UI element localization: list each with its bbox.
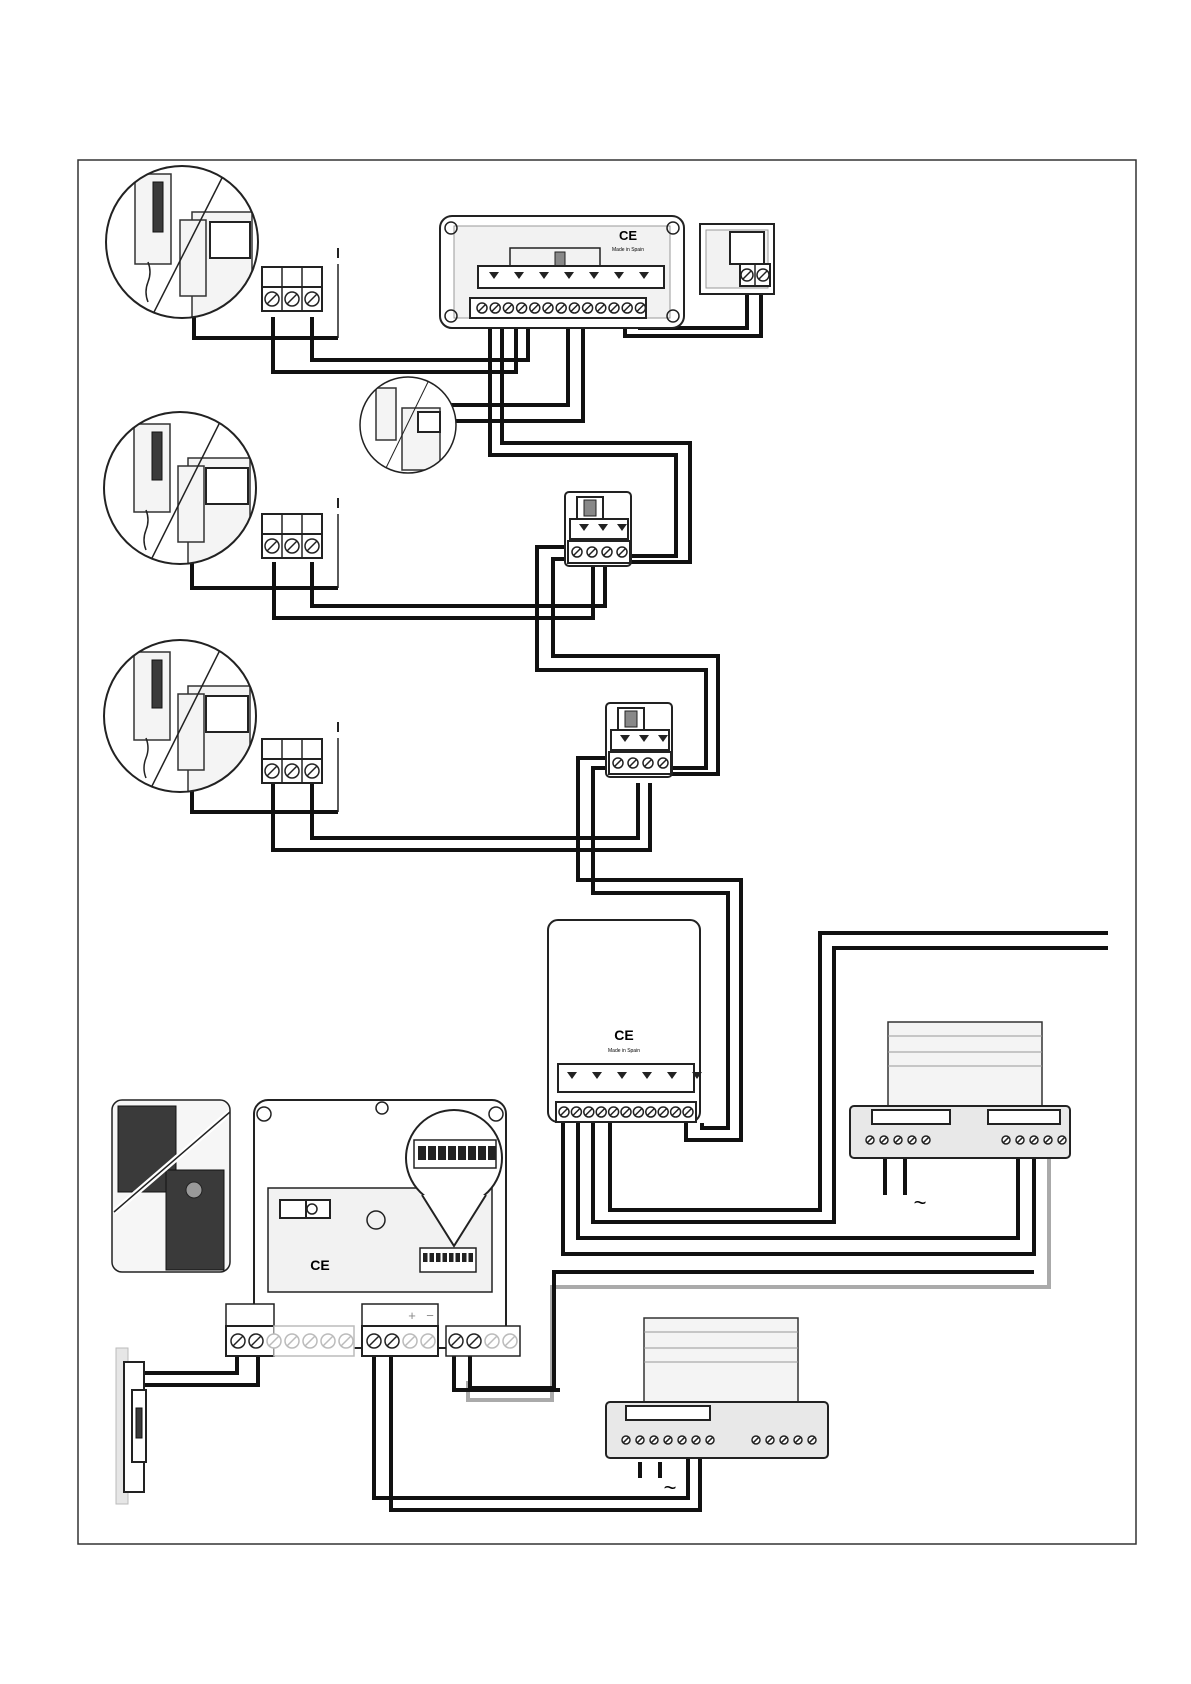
dip-lever bbox=[468, 1146, 476, 1160]
dip-lever bbox=[488, 1146, 496, 1160]
main-made-in-label: Made in Spain bbox=[608, 1048, 640, 1054]
ce-mark: CE bbox=[619, 228, 637, 243]
monitor-zoom-2 bbox=[100, 410, 270, 570]
dip-lever bbox=[449, 1253, 454, 1262]
dip-lever bbox=[478, 1146, 486, 1160]
door-panel-module: CE + − bbox=[226, 1100, 520, 1356]
dip-lever bbox=[430, 1253, 435, 1262]
minus-symbol: − bbox=[426, 1308, 434, 1323]
dip-lever bbox=[438, 1146, 446, 1160]
dip-lever bbox=[428, 1146, 436, 1160]
made-in-label: Made in Spain bbox=[612, 247, 644, 253]
ac-symbol-bottom: ~ bbox=[664, 1475, 677, 1500]
dip-lever bbox=[469, 1253, 474, 1262]
door-lock bbox=[116, 1348, 146, 1504]
ac-symbol-right: ~ bbox=[914, 1190, 927, 1215]
module-ce-mark: CE bbox=[310, 1257, 329, 1273]
dip-lever bbox=[458, 1146, 466, 1160]
door-panel-photo bbox=[112, 1100, 230, 1272]
dip-lever bbox=[423, 1253, 428, 1262]
dip-lever bbox=[436, 1253, 441, 1262]
dip-lever bbox=[462, 1253, 467, 1262]
dip-lever bbox=[456, 1253, 461, 1262]
dip-lever bbox=[443, 1253, 448, 1262]
dip-lever bbox=[418, 1146, 426, 1160]
final-resistor-box bbox=[700, 224, 774, 294]
plus-symbol: + bbox=[408, 1308, 416, 1323]
lock-terminal-block bbox=[226, 1304, 274, 1326]
dip-lever bbox=[448, 1146, 456, 1160]
monitor-zoom-small bbox=[358, 376, 458, 476]
main-ce-mark: CE bbox=[614, 1027, 633, 1043]
dip-switch bbox=[420, 1248, 476, 1272]
monitor-zoom-3 bbox=[100, 636, 270, 796]
monitor-zoom-1 bbox=[100, 160, 270, 330]
main-distributor: CE Made in Spain bbox=[548, 920, 700, 1122]
main-distributor-terminals bbox=[559, 1107, 693, 1117]
